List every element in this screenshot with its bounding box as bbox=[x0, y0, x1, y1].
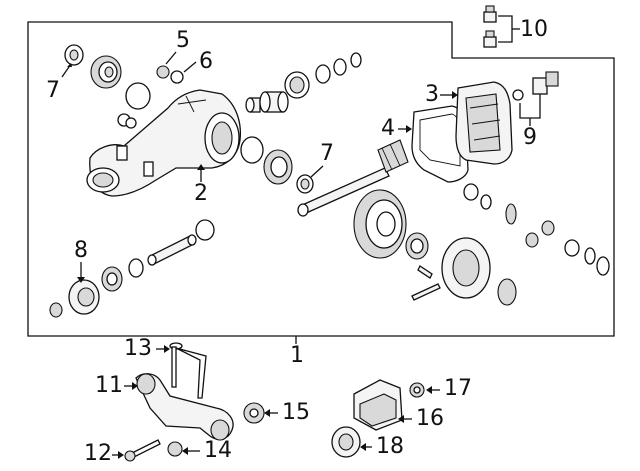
small-ring-b bbox=[125, 117, 137, 129]
pinion-coupling bbox=[90, 55, 122, 89]
nut-part-14 bbox=[167, 441, 183, 457]
callout-7a: 7 bbox=[46, 78, 60, 103]
callout-10: 10 bbox=[520, 17, 548, 42]
side-ring-a bbox=[463, 183, 479, 201]
drive-pinion-shaft bbox=[297, 139, 409, 217]
drain-bolt-part-10 bbox=[483, 5, 497, 48]
nut-part-5 bbox=[156, 65, 170, 79]
callout-8: 8 bbox=[74, 238, 88, 263]
leader-5 bbox=[165, 51, 177, 65]
pinion-mate-gear-b bbox=[525, 232, 539, 248]
leader-7b bbox=[310, 165, 324, 178]
callout-13: 13 bbox=[124, 336, 152, 361]
pinion-mate-gear bbox=[541, 220, 555, 236]
leader-6 bbox=[183, 61, 197, 73]
nut-part-15 bbox=[243, 402, 265, 424]
stud-bolt-part-13 bbox=[169, 342, 207, 399]
thrust-washer bbox=[564, 239, 580, 257]
washer-part-6 bbox=[170, 70, 184, 84]
pinion-pin bbox=[417, 265, 433, 279]
callout-17: 17 bbox=[444, 376, 472, 401]
callout-7b: 7 bbox=[320, 141, 334, 166]
bracket-part-16 bbox=[353, 379, 403, 431]
o-ring bbox=[125, 82, 151, 110]
callout-12: 12 bbox=[84, 441, 112, 466]
shim-ring-b bbox=[333, 58, 347, 76]
case-bearing-inner bbox=[410, 238, 424, 254]
callout-4: 4 bbox=[381, 116, 395, 141]
callout-14: 14 bbox=[204, 438, 232, 463]
differential-carrier-part-2 bbox=[86, 89, 242, 197]
nut-part-17 bbox=[409, 382, 425, 398]
shim-ring-a bbox=[315, 64, 331, 84]
callout-18: 18 bbox=[376, 434, 404, 459]
side-gear bbox=[505, 203, 517, 225]
axle-tube bbox=[147, 234, 197, 266]
companion-flange-part-8 bbox=[68, 279, 100, 315]
flange-nut bbox=[49, 302, 63, 318]
side-seal-ring bbox=[240, 136, 264, 164]
axle-seal bbox=[195, 219, 215, 241]
callout-5: 5 bbox=[176, 28, 190, 53]
callout-6: 6 bbox=[199, 49, 213, 74]
cross-shaft bbox=[411, 283, 441, 301]
assembly-boundary bbox=[27, 21, 615, 337]
pinion-bearing bbox=[284, 71, 310, 99]
callout-1: 1 bbox=[290, 343, 304, 368]
callout-15: 15 bbox=[282, 400, 310, 425]
snap-ring-b bbox=[596, 256, 610, 276]
shim-ring-c bbox=[350, 52, 362, 68]
oil-seal-part-7a bbox=[64, 44, 84, 66]
mount-bracket-part-11 bbox=[135, 373, 234, 441]
lower-bearing-b bbox=[101, 266, 123, 292]
callout-16: 16 bbox=[416, 406, 444, 431]
spacer-ring bbox=[128, 258, 144, 278]
callout-11: 11 bbox=[95, 373, 123, 398]
callout-9: 9 bbox=[523, 125, 537, 150]
differential-case bbox=[441, 237, 491, 299]
callout-2: 2 bbox=[194, 181, 208, 206]
leader-10 bbox=[498, 15, 513, 43]
snap-ring-a bbox=[584, 247, 596, 265]
bolt-part-12 bbox=[124, 439, 161, 462]
side-ring-b bbox=[480, 194, 492, 210]
callout-3: 3 bbox=[425, 82, 439, 107]
oil-seal-part-7b bbox=[296, 174, 314, 194]
right-bearing bbox=[497, 278, 517, 306]
plug-part-9 bbox=[512, 71, 559, 101]
bushing-part-18 bbox=[331, 426, 361, 458]
ring-gear bbox=[353, 189, 407, 259]
rear-cover-part-3 bbox=[455, 81, 513, 165]
side-bearing bbox=[263, 149, 293, 185]
bearing-cup bbox=[245, 91, 289, 113]
